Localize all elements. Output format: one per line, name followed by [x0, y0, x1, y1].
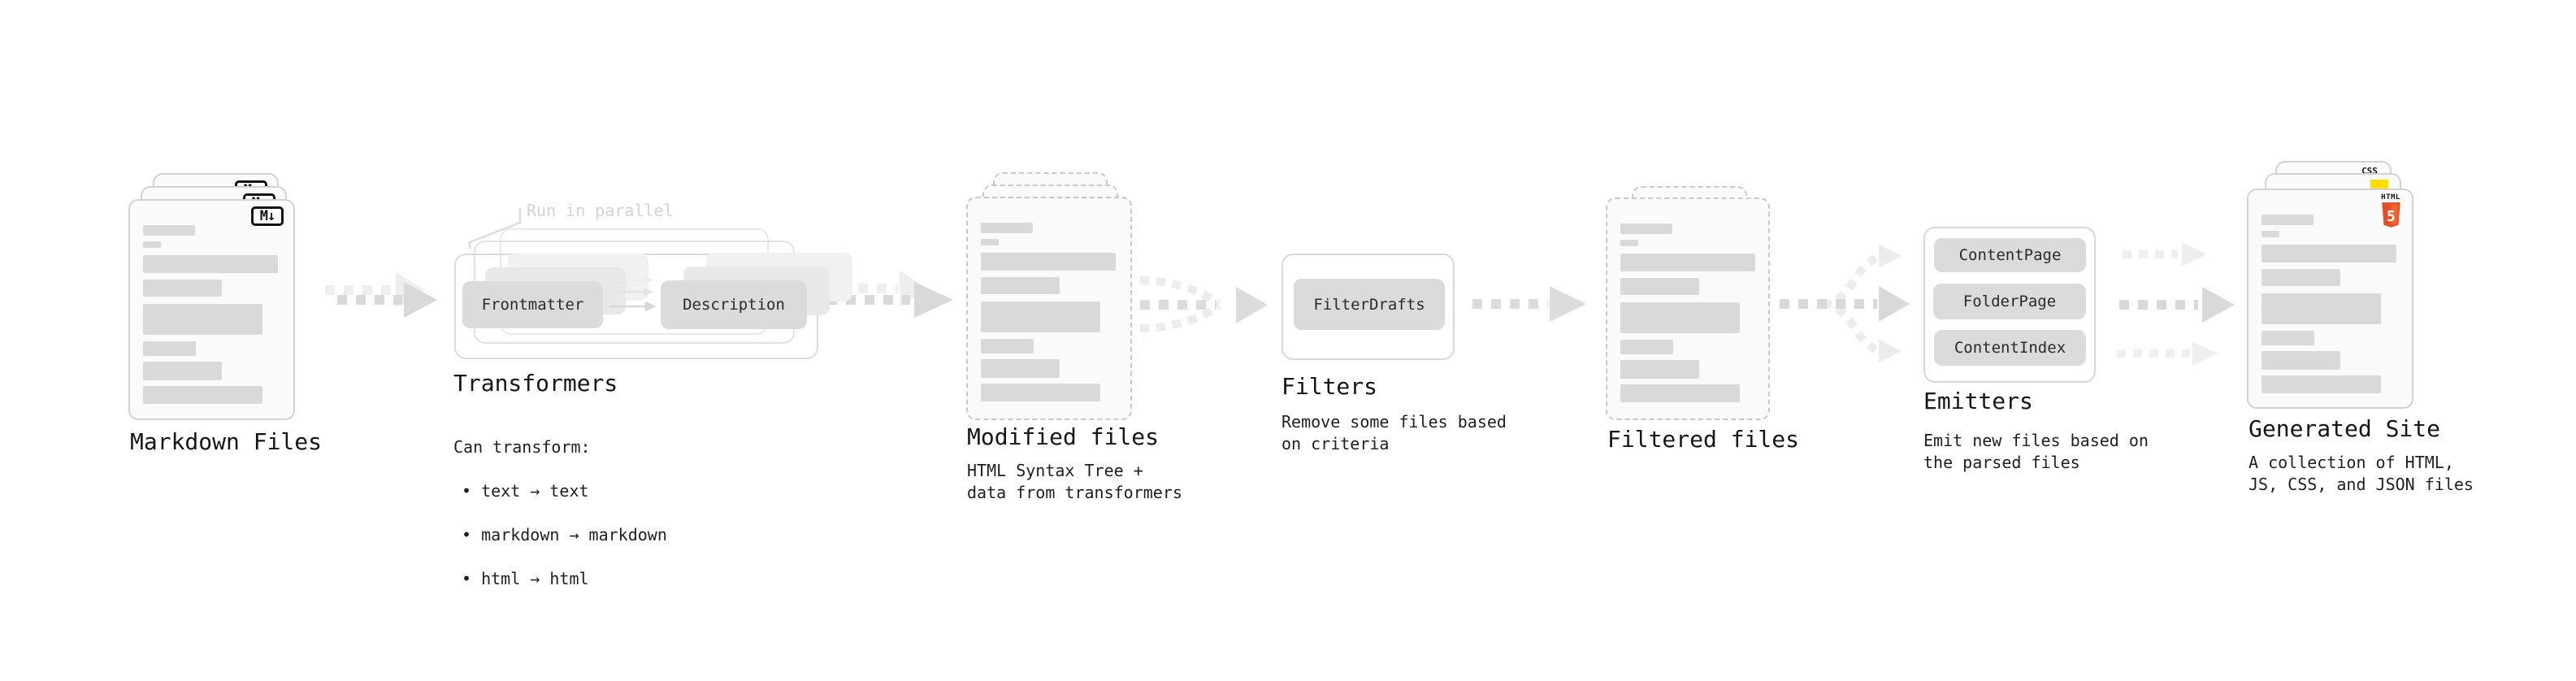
placeholder-line: [2262, 231, 2279, 237]
placeholder-line: [143, 362, 222, 380]
markdown-icon: M↓: [251, 206, 284, 226]
arrow-transformers-to-modified: [821, 271, 953, 318]
transformers-desc-title: Can transform:: [453, 437, 591, 457]
arrow-modified-to-filters: [1139, 276, 1268, 332]
placeholder-line: [143, 341, 196, 356]
filter-drafts-box: FilterDrafts: [1294, 279, 1445, 330]
placeholder-line: [143, 386, 262, 404]
placeholder-line: [143, 225, 195, 236]
js-icon: [2370, 180, 2388, 189]
parallel-note-callout-line: [468, 208, 522, 249]
modified-files-label: Modified files: [967, 423, 1160, 450]
filters-label: Filters: [1281, 373, 1378, 400]
run-in-parallel-note: Run in parallel: [527, 201, 674, 220]
placeholder-line: [981, 239, 999, 245]
placeholder-line: [143, 304, 262, 335]
arrow-filtered-to-emitters: [1780, 245, 1910, 362]
placeholder-line: [1620, 278, 1699, 295]
document-content-placeholder: [130, 201, 293, 419]
placeholder-line: [1620, 254, 1755, 271]
placeholder-line: [981, 277, 1060, 294]
placeholder-line: [1620, 302, 1740, 333]
transformer-frontmatter-box: Frontmatter: [462, 281, 603, 328]
file-card-front: [966, 197, 1132, 420]
filtered-files-label: Filtered files: [1607, 426, 1800, 453]
placeholder-line: [1620, 360, 1699, 379]
transformers-bullet: • text → text: [462, 481, 589, 501]
placeholder-line: [2262, 331, 2314, 345]
file-card-front: HTML 5: [2247, 189, 2413, 409]
emitter-folder-page-box: FolderPage: [1933, 284, 2086, 319]
placeholder-line: [1620, 340, 1673, 354]
placeholder-line: [2262, 215, 2314, 225]
document-content-placeholder: [1607, 199, 1768, 419]
placeholder-line: [143, 280, 222, 297]
placeholder-line: [1620, 240, 1638, 246]
transformers-label: Transformers: [453, 370, 618, 397]
file-card-front: M↓: [128, 199, 295, 420]
svg-text:5: 5: [2387, 208, 2396, 225]
transformers-description: Can transform: • text → text • markdown …: [453, 414, 667, 612]
transformers-bullet: • markdown → markdown: [462, 525, 667, 544]
document-content-placeholder: [968, 198, 1130, 419]
transformer-description-box: Description: [661, 280, 807, 329]
markdown-files-label: Markdown Files: [130, 428, 323, 455]
placeholder-line: [981, 339, 1034, 354]
placeholder-line: [143, 255, 278, 273]
emitter-content-index-box: ContentIndex: [1934, 330, 2086, 366]
emitter-content-page-box: ContentPage: [1934, 238, 2086, 272]
html5-icon: HTML 5: [2379, 194, 2402, 228]
arrow-filters-to-filtered: [1472, 286, 1586, 322]
placeholder-line: [1620, 223, 1672, 234]
placeholder-line: [2262, 269, 2340, 286]
placeholder-line: [143, 241, 161, 248]
placeholder-line: [981, 253, 1116, 271]
modified-files-description: HTML Syntax Tree + data from transformer…: [967, 461, 1182, 502]
placeholder-line: [2262, 293, 2381, 324]
placeholder-line: [981, 384, 1100, 401]
transformers-bullet: • html → html: [462, 569, 589, 588]
placeholder-line: [2262, 351, 2340, 370]
filters-description: Remove some files based on criteria: [1281, 412, 1507, 453]
arrow-emitters-to-generated: [2117, 242, 2235, 365]
file-card-front: [1606, 197, 1770, 420]
generated-site-label: Generated Site: [2249, 415, 2441, 442]
arrow-markdown-to-transformers: [325, 272, 437, 318]
placeholder-line: [2262, 245, 2396, 262]
placeholder-line: [2262, 375, 2381, 393]
generated-site-description: A collection of HTML, JS, CSS, and JSON …: [2249, 453, 2474, 494]
emitters-description: Emit new files based on the parsed files: [1923, 431, 2149, 472]
parallel-flow-arrows-icon: [609, 276, 657, 311]
placeholder-line: [1620, 384, 1740, 402]
placeholder-line: [981, 301, 1100, 332]
emitters-label: Emitters: [1923, 388, 2033, 414]
document-content-placeholder: [2249, 190, 2412, 407]
placeholder-line: [981, 223, 1033, 233]
placeholder-line: [981, 359, 1060, 378]
